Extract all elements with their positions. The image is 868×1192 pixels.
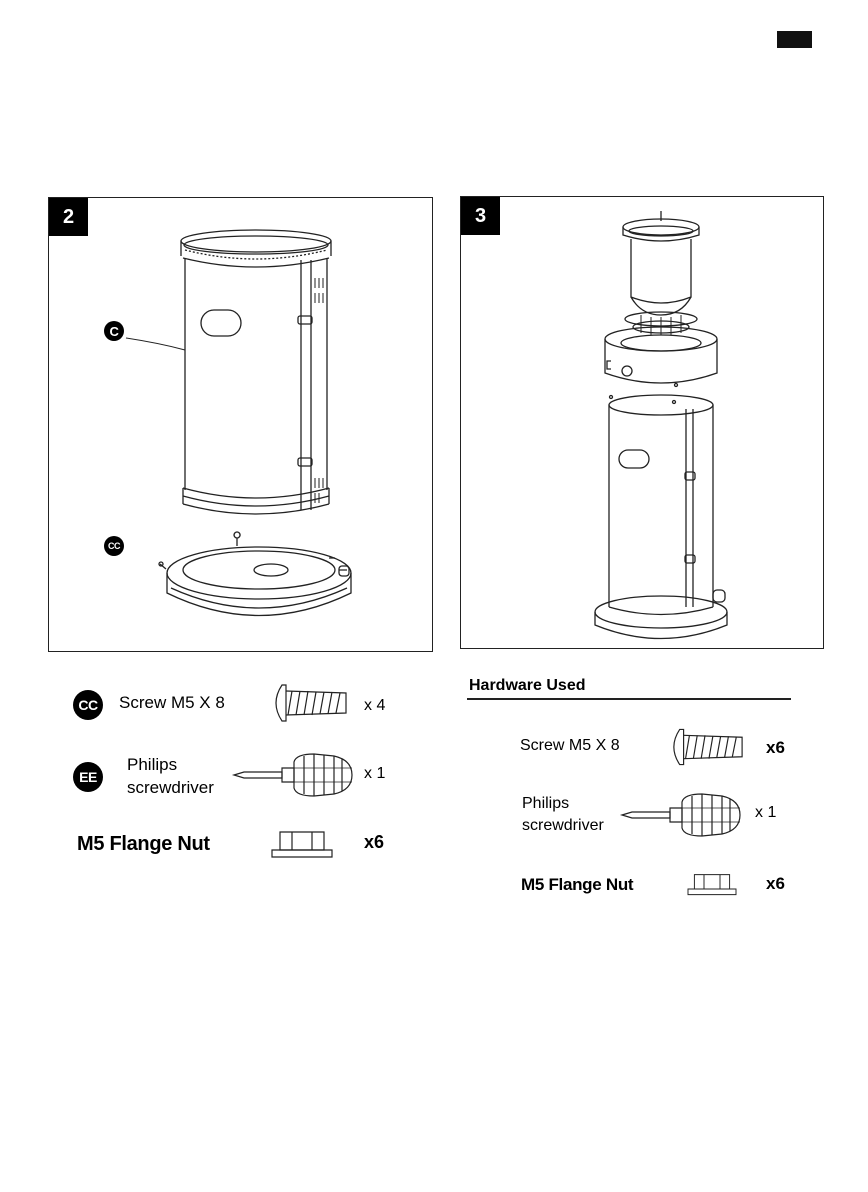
part-c-badge: C: [104, 321, 124, 341]
step-2-illustration: [49, 198, 434, 653]
step-3-panel: 3: [460, 196, 824, 649]
screwdriver-label-line2: screwdriver: [127, 778, 214, 798]
screwdriver-qty: x 1: [364, 765, 385, 783]
step-2-panel: 2: [48, 197, 433, 652]
flange-nut-icon: [685, 873, 739, 897]
screw-label-right: Screw M5 X 8: [520, 736, 620, 756]
screw-label: Screw M5 X 8: [119, 693, 225, 713]
hardware-ee-badge: EE: [73, 762, 103, 792]
flange-nut-label: M5 Flange Nut: [77, 833, 210, 856]
part-cc-badge: CC: [104, 536, 124, 556]
flange-nut-qty: x6: [364, 832, 384, 853]
screwdriver-icon: [622, 792, 742, 838]
heading-divider: [467, 698, 791, 700]
screwdriver-label-right-line1: Philips: [522, 794, 569, 814]
flange-nut-label-right: M5 Flange Nut: [521, 875, 633, 895]
screwdriver-icon: [234, 752, 354, 798]
flange-nut-qty-right: x6: [766, 874, 785, 894]
hardware-used-heading: Hardware Used: [469, 677, 586, 695]
language-tab: [777, 31, 812, 48]
screw-qty: x 4: [364, 697, 385, 715]
flange-nut-icon: [270, 830, 334, 860]
screw-icon: [270, 683, 350, 723]
screw-icon: [668, 726, 746, 768]
hardware-cc-badge: CC: [73, 690, 103, 720]
step-3-illustration: [461, 197, 825, 650]
screw-qty-right: x6: [766, 738, 785, 758]
screwdriver-qty-right: x 1: [755, 804, 776, 822]
screwdriver-label-line1: Philips: [127, 755, 177, 775]
screwdriver-label-right-line2: screwdriver: [522, 816, 604, 836]
